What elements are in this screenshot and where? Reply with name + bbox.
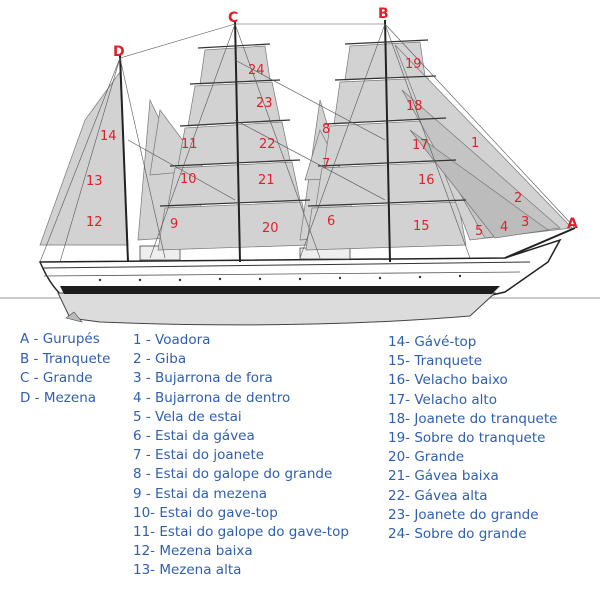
callout-5: 5 <box>475 224 483 239</box>
sail-legend-1: 1 - Voadora 2 - Giba 3 - Bujarrona de fo… <box>133 331 349 580</box>
sail-callouts: 1 2 3 4 5 6 7 8 9 10 11 12 13 14 15 16 1… <box>86 57 529 239</box>
legend-item: 12- Mezena baixa <box>133 543 253 560</box>
legend-item: 18- Joanete do tranquete <box>388 410 558 427</box>
callout-8: 8 <box>322 122 330 137</box>
callout-24: 24 <box>248 63 265 78</box>
mast-label-d: D <box>113 44 125 60</box>
legend-item: 3 - Bujarrona de fora <box>133 370 273 387</box>
portholes <box>98 274 462 282</box>
legend-item: 22- Gávea alta <box>388 487 488 504</box>
legend-item: 24- Sobre do grande <box>388 525 527 542</box>
hull-underbody <box>57 292 497 326</box>
rigging <box>39 23 576 263</box>
legend-item: A - Gurupés <box>20 331 100 347</box>
hull-black-band <box>60 286 500 294</box>
callout-1: 1 <box>471 136 479 151</box>
legend-item: 2 - Giba <box>133 351 187 368</box>
callout-17: 17 <box>412 138 429 153</box>
callout-3: 3 <box>521 215 529 230</box>
legend-item: 14- Gávé-top <box>388 334 477 350</box>
legend-item: 5 - Vela de estai <box>133 408 242 425</box>
callout-9: 9 <box>170 217 178 232</box>
legend-item: 1 - Voadora <box>133 332 211 348</box>
mast-label-a: A <box>567 216 578 232</box>
legend-item: B - Tranquete <box>20 350 111 367</box>
legend-item: 16- Velacho baixo <box>388 372 508 389</box>
rudder <box>65 311 83 323</box>
legend-item: 4 - Bujarrona de dentro <box>133 389 291 406</box>
legend-item: 8 - Estai do galope do grande <box>133 466 333 483</box>
callout-4: 4 <box>500 220 508 235</box>
callout-12: 12 <box>86 215 103 230</box>
legend-item: 19- Sobre do tranquete <box>388 429 546 446</box>
mast-legend: A - Gurupés B - Tranquete C - Grande D -… <box>20 330 110 408</box>
sails <box>39 41 573 251</box>
legend-item: 9 - Estai da mezena <box>133 485 268 502</box>
legend-item: 23- Joanete do grande <box>388 506 539 523</box>
legend-item: 7 - Estai do joanete <box>133 447 265 464</box>
yards <box>159 39 467 207</box>
mast-label-c: C <box>228 10 238 26</box>
legend-item: 21- Gávea baixa <box>388 468 499 485</box>
legend-item: 17- Velacho alto <box>388 391 497 408</box>
callout-14: 14 <box>100 129 117 144</box>
callout-19: 19 <box>405 57 422 72</box>
legend-item: 6 - Estai da gávea <box>133 427 255 444</box>
legend-item: D - Mezena <box>20 389 97 406</box>
sail-legend-2: 14- Gávé-top 15- Tranquete 16- Velacho b… <box>388 333 557 544</box>
callout-23: 23 <box>256 96 273 111</box>
callout-18: 18 <box>406 99 423 114</box>
ship-diagram: A B C D 1 2 3 4 5 6 7 8 9 10 11 12 13 14… <box>0 6 600 326</box>
legend-item: 11- Estai do galope do gave-top <box>133 523 349 540</box>
callout-22: 22 <box>259 137 276 152</box>
legend-item: C - Grande <box>20 370 93 386</box>
callout-15: 15 <box>413 219 430 234</box>
callout-2: 2 <box>514 191 522 206</box>
mast-label-b: B <box>378 6 389 22</box>
callout-11: 11 <box>181 137 198 152</box>
callout-20: 20 <box>262 221 279 236</box>
callout-13: 13 <box>86 174 103 189</box>
callout-21: 21 <box>258 173 275 188</box>
legend-item: 15- Tranquete <box>388 353 483 370</box>
legend-item: 10- Estai do gave-top <box>133 504 278 521</box>
callout-16: 16 <box>418 173 435 188</box>
callout-6: 6 <box>327 214 335 229</box>
legend-item: 13- Mezena alta <box>133 562 242 579</box>
callout-10: 10 <box>180 172 197 187</box>
legend-item: 20- Grande <box>388 449 465 466</box>
callout-7: 7 <box>322 157 330 172</box>
